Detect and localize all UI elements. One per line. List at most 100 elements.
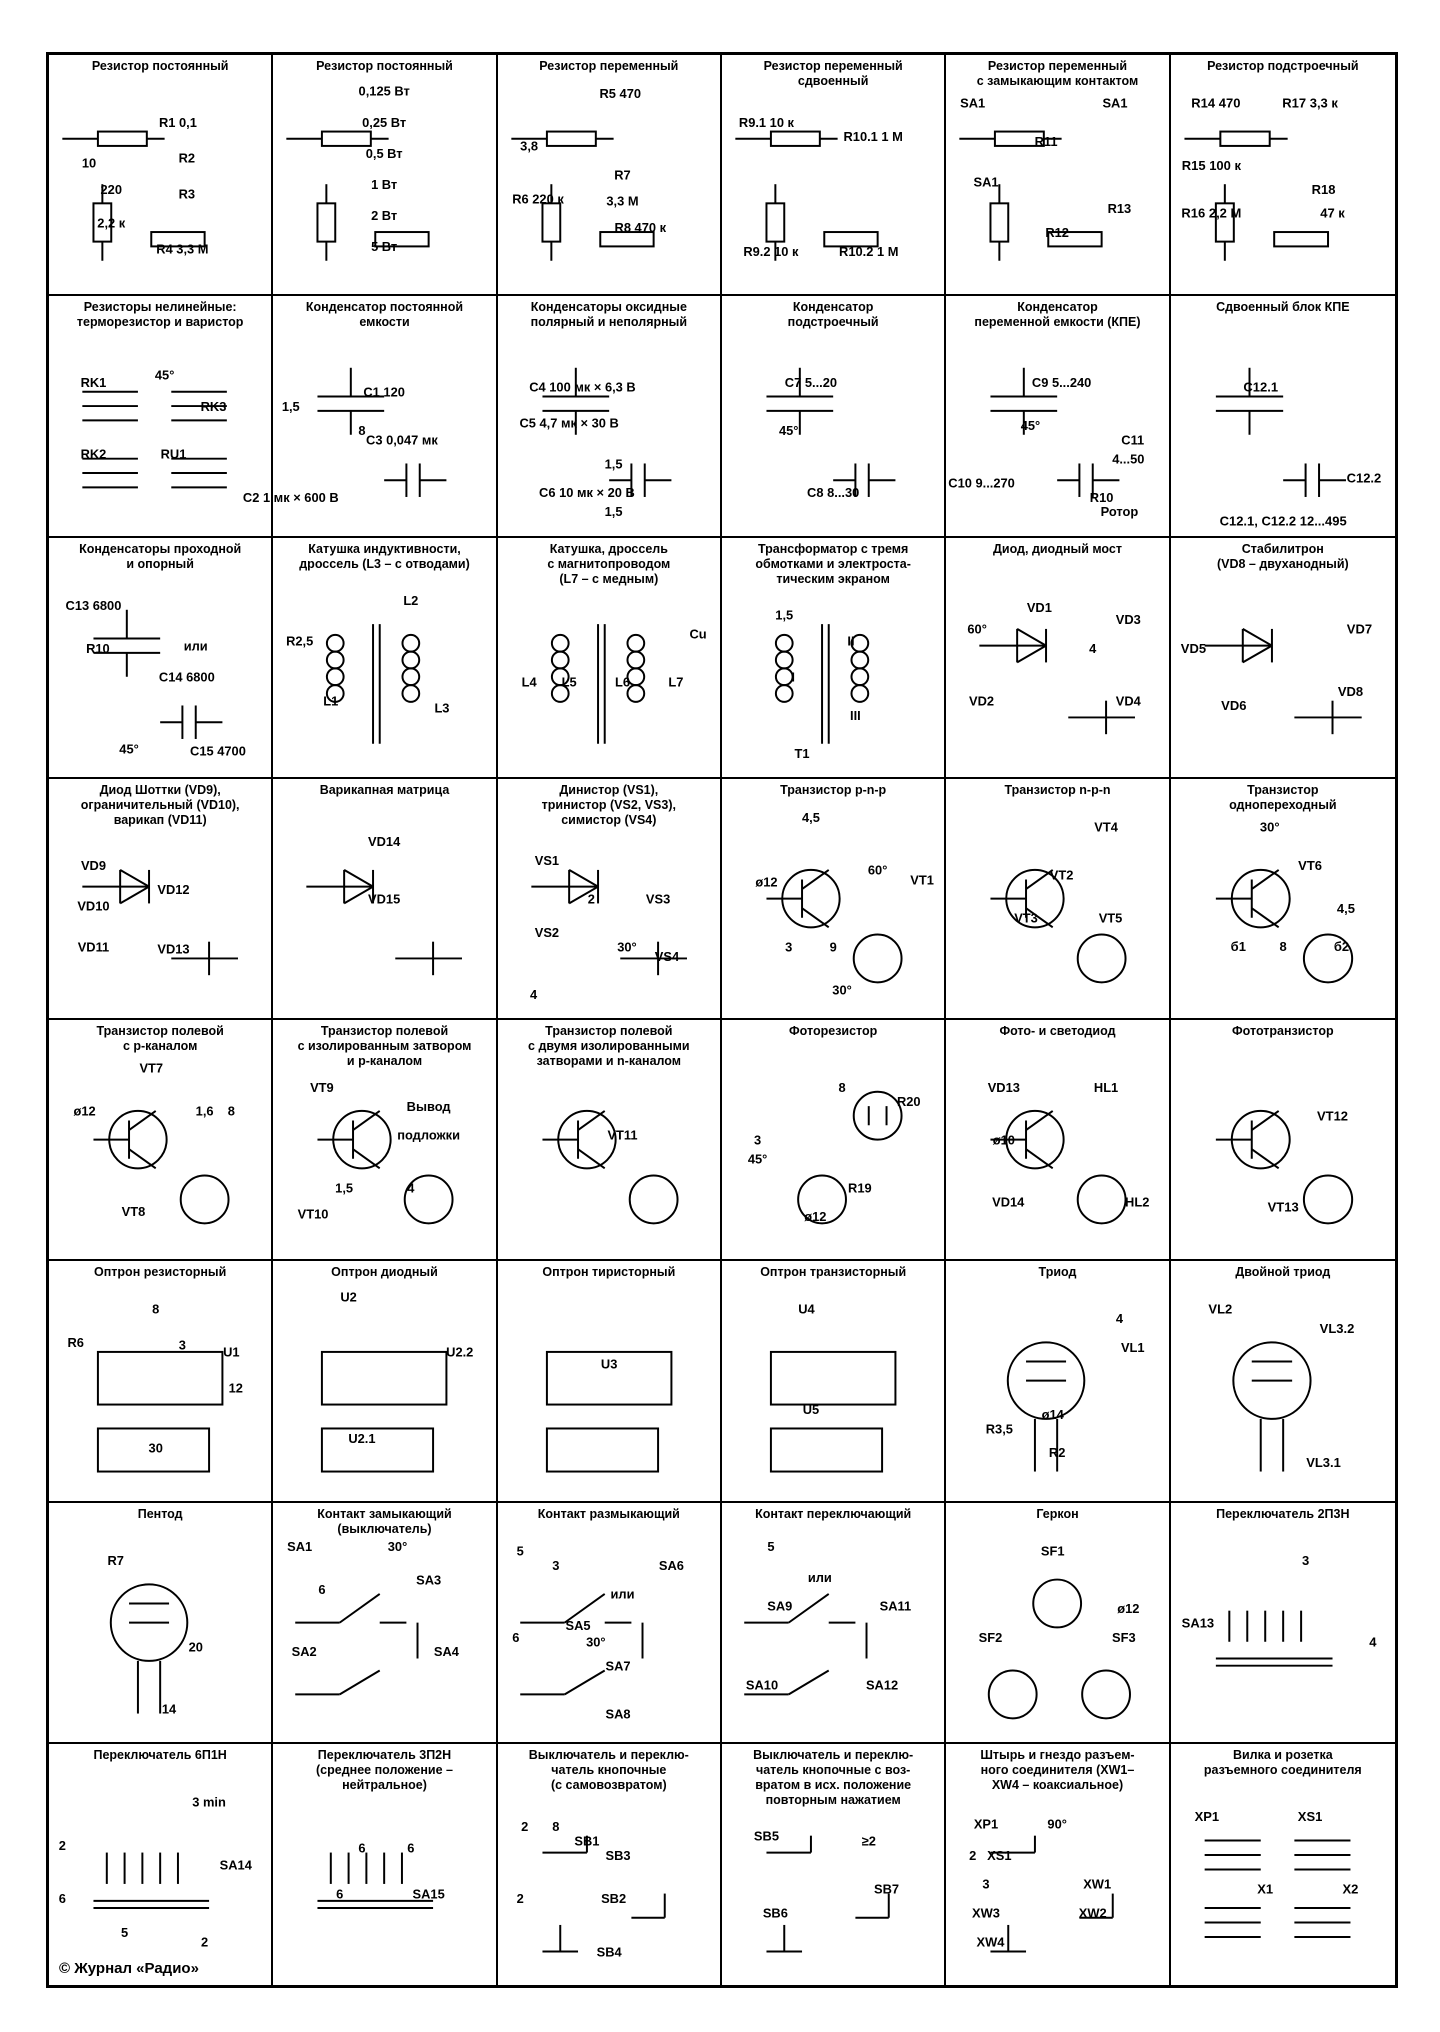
symbol-label: L4	[521, 674, 537, 689]
symbol-label: SA6	[659, 1557, 684, 1572]
symbol-outline	[852, 933, 903, 984]
cell-title: Конденсаторы проходной и опорный	[79, 541, 242, 571]
symbol-label: R2	[1049, 1445, 1065, 1460]
symbol-label: 30°	[1260, 819, 1280, 834]
symbol-label: 1,5	[604, 504, 622, 519]
symbol-cell: Катушка индуктивности, дроссель (L3 – с …	[273, 537, 498, 779]
symbol-label: или	[184, 638, 208, 653]
symbol-label: SA10	[746, 1677, 778, 1692]
symbol-label: SA1	[287, 1538, 312, 1553]
symbol-label: 8	[1279, 939, 1286, 954]
symbol-cell: Выключатель и переклю- чатель кнопочные …	[498, 1743, 722, 1985]
symbol-body	[545, 1427, 659, 1473]
symbol-label: 45°	[119, 741, 138, 756]
symbol-line	[568, 885, 599, 905]
symbol-label: 5 Вт	[371, 239, 397, 254]
symbol-body	[769, 130, 821, 147]
symbol-label: Ротор	[1101, 504, 1139, 519]
symbol-label: 4	[408, 1180, 416, 1195]
symbol-outline	[550, 683, 570, 703]
symbol-line	[577, 1148, 605, 1170]
symbol-label: VD3	[1116, 612, 1141, 627]
cell-title: Катушка, дроссель с магнитопроводом (L7 …	[547, 541, 671, 586]
symbol-label: L1	[324, 693, 339, 708]
symbol-line	[1250, 907, 1279, 928]
symbol-label: R4 3,3 М	[156, 242, 208, 257]
symbol-outline	[109, 1582, 189, 1662]
cell-title: Фото- и светодиод	[999, 1024, 1116, 1038]
symbol-body	[765, 202, 786, 243]
symbol-label: HL2	[1125, 1195, 1149, 1210]
symbol-label: 6	[319, 1581, 326, 1596]
symbol-label: ø10	[993, 1132, 1015, 1147]
symbol-label: VD12	[157, 882, 189, 897]
symbol-body	[823, 231, 879, 248]
symbol-label: VD13	[988, 1080, 1020, 1095]
symbol-body	[150, 231, 206, 248]
cell-title: Двойной триод	[1235, 1265, 1331, 1280]
symbol-label: R17 3,3 к	[1282, 96, 1338, 111]
cell-title: Штырь и гнездо разъем- ного соединителя …	[980, 1747, 1135, 1792]
symbol-label: SA1	[1103, 96, 1128, 111]
symbol-line	[128, 1110, 157, 1131]
symbol-label: SA1	[974, 175, 999, 190]
symbol-label: VD5	[1180, 640, 1205, 655]
symbol-label: VD11	[78, 939, 109, 954]
symbol-body	[96, 1351, 224, 1406]
symbol-outline	[1077, 1174, 1127, 1225]
symbol-label: VD14	[368, 834, 401, 849]
symbol-label: 30°	[388, 1538, 407, 1553]
symbol-label: R2	[179, 151, 195, 166]
symbol-label: 10	[82, 155, 96, 170]
symbol-outline	[179, 1174, 230, 1225]
symbol-label: C3 0,047 мк	[366, 433, 438, 448]
symbol-label: 5	[516, 1543, 523, 1558]
symbol-label: SA12	[866, 1677, 898, 1692]
symbol-label: 2	[969, 1847, 976, 1862]
symbol-line	[128, 1148, 157, 1170]
symbol-label: 30°	[617, 939, 636, 954]
symbol-label: SF3	[1112, 1629, 1136, 1644]
symbol-label: R3	[179, 187, 195, 202]
symbol-line	[563, 1669, 605, 1695]
symbol-line	[1250, 1148, 1279, 1170]
symbol-line	[1250, 868, 1279, 890]
cell-title: Фототранзистор	[1232, 1024, 1334, 1038]
symbol-label: SA13	[1181, 1615, 1214, 1630]
copyright-notice: © Журнал «Радио»	[59, 1960, 199, 1977]
symbol-label: R6 220 к	[512, 191, 564, 206]
symbol-label: SA7	[605, 1658, 630, 1673]
symbol-outline	[797, 1174, 847, 1225]
cell-title: Транзистор полевой с двумя изолированным…	[528, 1024, 690, 1068]
cell-title: Контакт размыкающий	[537, 1506, 680, 1521]
symbol-body	[321, 130, 373, 147]
symbol-label: C12.2	[1346, 471, 1381, 486]
symbol-body	[769, 1351, 897, 1406]
symbol-label: XW2	[1079, 1905, 1107, 1920]
symbol-label: 9	[830, 939, 837, 954]
symbol-label: U1	[223, 1345, 239, 1360]
symbol-label: U2.2	[446, 1345, 473, 1360]
symbol-label: R10	[86, 640, 110, 655]
symbol-body	[989, 202, 1010, 243]
symbol-label: 30	[149, 1441, 163, 1456]
symbol-drawing: 0,125 Вт0,25 Вт0,5 Вт1 Вт2 Вт5 Вт	[286, 84, 430, 261]
symbol-label: VT1	[910, 872, 934, 887]
symbol-line	[577, 1110, 605, 1131]
